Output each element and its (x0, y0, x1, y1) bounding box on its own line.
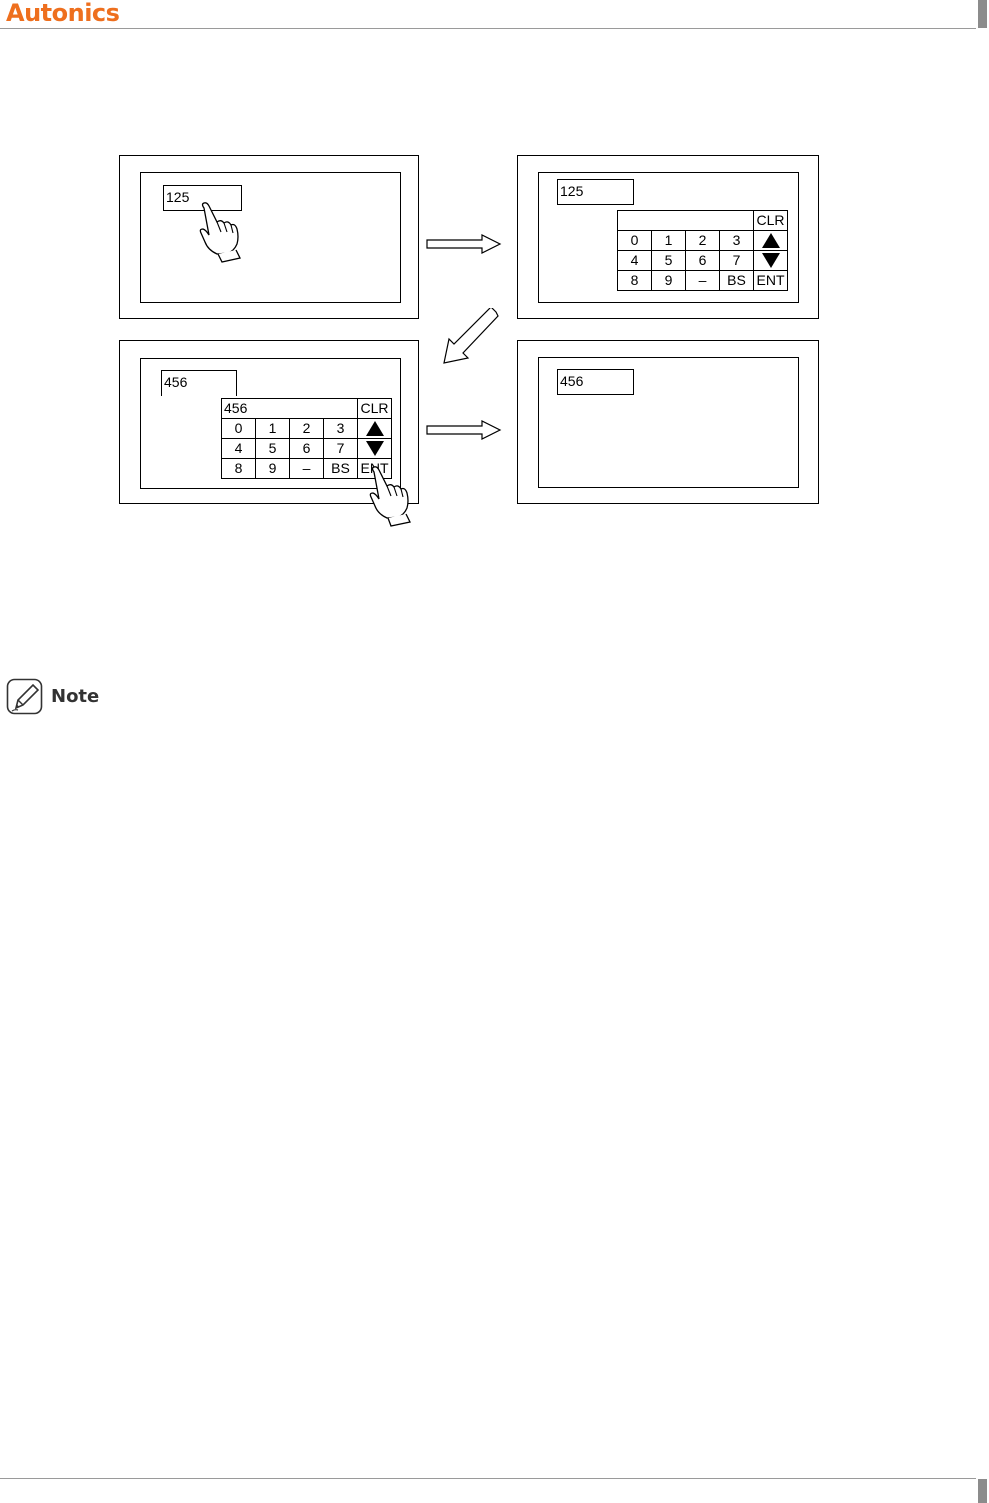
arrow-down-left-icon (443, 308, 499, 364)
numeric-keypad: CLR 0 1 2 3 4 5 6 7 8 9 – BS ENT (617, 210, 788, 291)
key-0[interactable]: 0 (222, 419, 256, 439)
footer-tab (978, 1479, 987, 1503)
triangle-down-icon (365, 441, 384, 456)
header-rule (0, 28, 976, 29)
key-6[interactable]: 6 (290, 439, 324, 459)
screen: 125 CLR 0 1 2 3 4 5 6 7 8 9 – BS ENT (538, 172, 799, 303)
triangle-up-icon (365, 421, 384, 436)
key-5[interactable]: 5 (256, 439, 290, 459)
panel-touch-field: 125 (119, 155, 419, 319)
key-7[interactable]: 7 (324, 439, 358, 459)
key-clr[interactable]: CLR (754, 211, 788, 231)
key-1[interactable]: 1 (256, 419, 290, 439)
key-up[interactable] (754, 231, 788, 251)
key-8[interactable]: 8 (222, 459, 256, 479)
key-4[interactable]: 4 (222, 439, 256, 459)
screen: 125 (140, 172, 401, 303)
key-1[interactable]: 1 (652, 231, 686, 251)
keypad-display: 456 (222, 399, 358, 419)
numeric-input-field[interactable]: 456 (557, 369, 634, 395)
key-minus[interactable]: – (686, 271, 720, 291)
key-bs[interactable]: BS (720, 271, 754, 291)
key-bs[interactable]: BS (324, 459, 358, 479)
numeric-input-field[interactable]: 456 (161, 370, 237, 396)
footer-rule (0, 1478, 976, 1479)
numeric-input-field[interactable]: 125 (557, 179, 634, 205)
key-down[interactable] (358, 439, 392, 459)
header-tab (978, 0, 987, 28)
key-9[interactable]: 9 (652, 271, 686, 291)
key-0[interactable]: 0 (618, 231, 652, 251)
triangle-up-icon (761, 233, 780, 248)
key-2[interactable]: 2 (686, 231, 720, 251)
key-9[interactable]: 9 (256, 459, 290, 479)
pencil-note-icon (6, 678, 43, 715)
key-up[interactable] (358, 419, 392, 439)
triangle-down-icon (761, 253, 780, 268)
key-down[interactable] (754, 251, 788, 271)
arrow-right-icon (426, 234, 502, 254)
note-label: Note (51, 686, 100, 707)
key-ent[interactable]: ENT (754, 271, 788, 291)
arrow-right-icon (426, 420, 502, 440)
key-2[interactable]: 2 (290, 419, 324, 439)
key-clr[interactable]: CLR (358, 399, 392, 419)
panel-keypad-open: 125 CLR 0 1 2 3 4 5 6 7 8 9 – BS ENT (517, 155, 819, 319)
key-5[interactable]: 5 (652, 251, 686, 271)
keypad-display (618, 211, 754, 231)
screen: 456 (538, 357, 799, 488)
panel-value-applied: 456 (517, 340, 819, 504)
key-6[interactable]: 6 (686, 251, 720, 271)
brand-logo: Autonics (6, 0, 120, 27)
key-4[interactable]: 4 (618, 251, 652, 271)
key-8[interactable]: 8 (618, 271, 652, 291)
numeric-keypad: 456 CLR 0 1 2 3 4 5 6 7 8 9 – BS ENT (221, 398, 392, 479)
panel-entering-value: 456 456 CLR 0 1 2 3 4 5 6 7 8 9 – BS ENT (119, 340, 419, 504)
key-3[interactable]: 3 (720, 231, 754, 251)
pointing-hand-icon (199, 202, 241, 263)
pointing-hand-icon (369, 466, 411, 527)
key-minus[interactable]: – (290, 459, 324, 479)
key-3[interactable]: 3 (324, 419, 358, 439)
screen: 456 456 CLR 0 1 2 3 4 5 6 7 8 9 – BS ENT (140, 358, 401, 489)
key-7[interactable]: 7 (720, 251, 754, 271)
